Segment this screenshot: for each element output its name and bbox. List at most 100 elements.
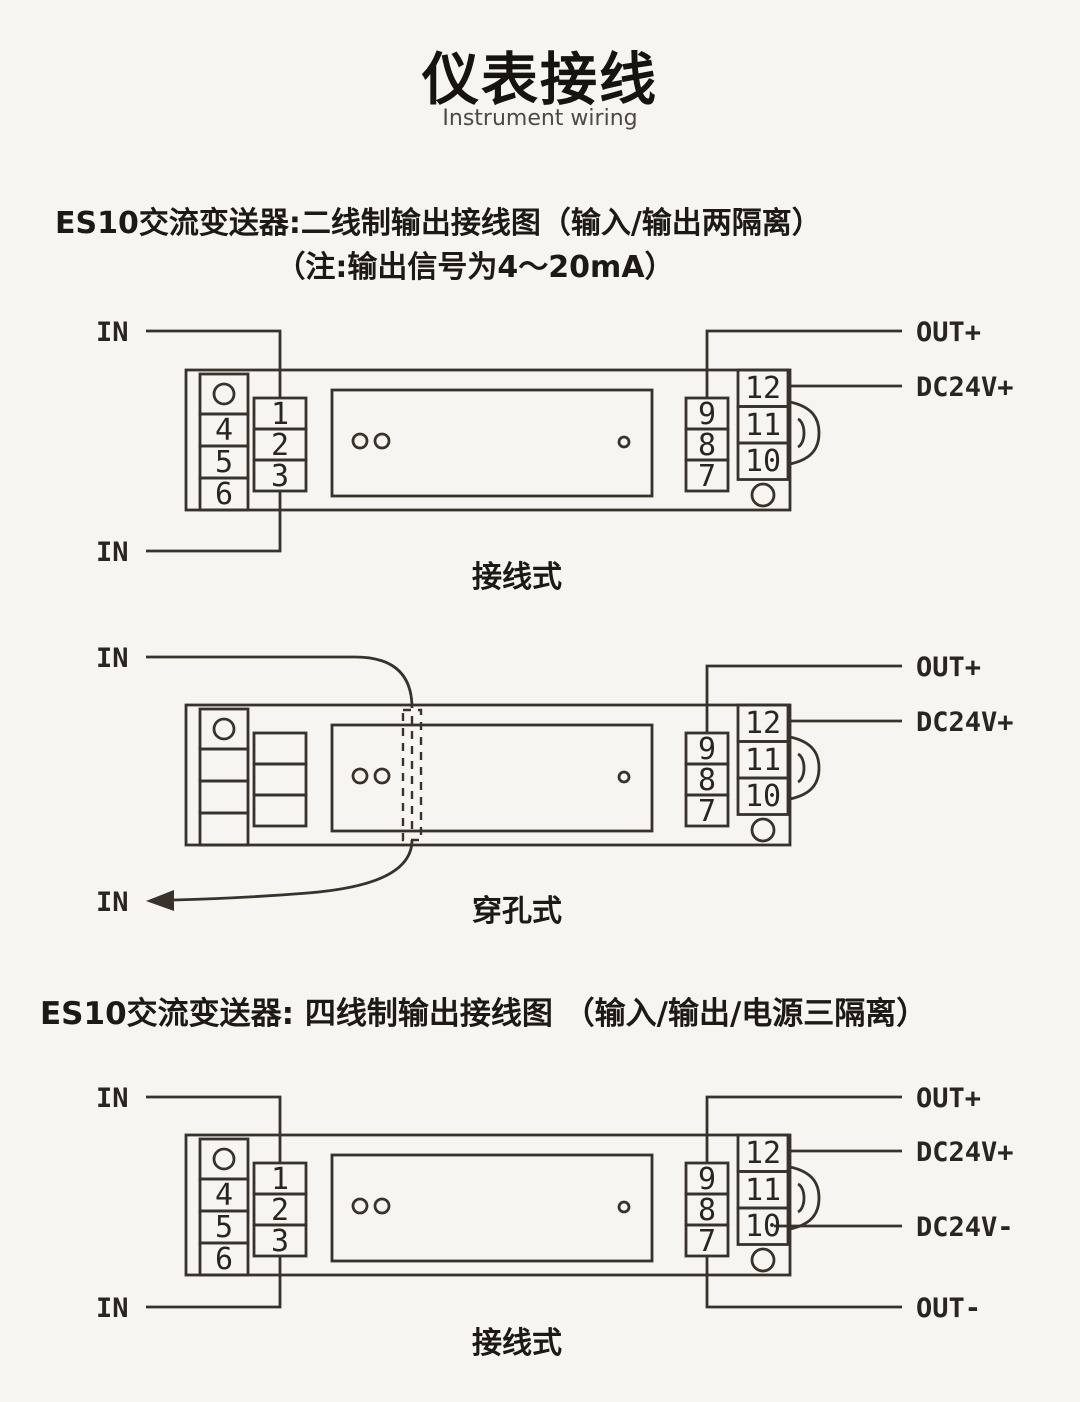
terminal-cell xyxy=(736,1206,790,1246)
terminal-10: 10 xyxy=(745,444,781,479)
terminal-10: 10 xyxy=(745,1209,781,1244)
wire-in-bottom xyxy=(146,1256,282,1309)
inner-terminal-column xyxy=(252,731,308,828)
terminal-cell xyxy=(252,793,308,828)
mount-hole-icon xyxy=(212,1147,236,1171)
terminal-7: 7 xyxy=(698,1224,716,1259)
din-clip-notch xyxy=(797,1182,806,1214)
right-outer-terminal-column: 12 11 10 xyxy=(736,703,790,843)
out-plus-label: OUT+ xyxy=(916,1083,981,1114)
wire-in-bottom xyxy=(146,491,282,553)
right-inner-terminal-column: 9 8 7 xyxy=(684,731,730,829)
terminal-cell xyxy=(198,707,250,751)
din-clip xyxy=(789,400,821,466)
device-outline xyxy=(184,703,792,847)
dc24v-plus-label: DC24V+ xyxy=(916,707,1014,738)
dc24v-plus-label: DC24V+ xyxy=(916,372,1014,403)
terminal-8: 8 xyxy=(698,763,716,798)
led-hole-icon xyxy=(351,767,369,785)
dc24v-minus-label: DC24V- xyxy=(916,1212,1014,1243)
terminal-5: 5 xyxy=(215,445,233,480)
terminal-1: 1 xyxy=(271,1162,289,1197)
device-center-body xyxy=(330,1153,654,1263)
terminal-11: 11 xyxy=(745,1173,781,1208)
wire-out-plus xyxy=(705,664,902,733)
left-terminal-column: 4 5 6 xyxy=(198,372,250,512)
device-center-body xyxy=(330,388,654,498)
dc24v-plus-label: DC24V+ xyxy=(916,1137,1014,1168)
device-outline xyxy=(184,368,792,512)
left-terminal-column xyxy=(198,707,250,847)
mount-hole-icon xyxy=(750,482,776,508)
out-minus-label: OUT- xyxy=(916,1293,981,1324)
in-top-label: IN xyxy=(96,643,129,674)
mount-hole-icon xyxy=(212,382,236,406)
led-hole-icon xyxy=(351,1197,369,1215)
in-bottom-label: IN xyxy=(96,537,129,568)
terminal-8: 8 xyxy=(698,428,716,463)
led-hole-icon xyxy=(373,1197,391,1215)
terminal-cell xyxy=(684,1223,730,1258)
terminal-3: 3 xyxy=(271,459,289,494)
in-top-label: IN xyxy=(96,1083,129,1114)
center-panel xyxy=(330,1153,654,1263)
terminal-cell xyxy=(736,776,790,816)
right-inner-terminal-column: 9 8 7 xyxy=(684,1161,730,1259)
wire-in-return xyxy=(173,839,414,902)
din-clip-notch xyxy=(797,752,806,784)
terminal-12: 12 xyxy=(745,706,781,741)
terminal-2: 2 xyxy=(271,428,289,463)
terminal-2: 2 xyxy=(271,1193,289,1228)
diagram1-terminal-type: IN IN OUT+ DC24V+ 4 5 6 1 xyxy=(96,317,1014,568)
terminal-cell xyxy=(252,458,308,493)
page-title: 仪表接线 xyxy=(422,47,658,113)
out-plus-label: OUT+ xyxy=(916,317,981,348)
in-top-label: IN xyxy=(96,317,129,348)
terminal-6: 6 xyxy=(215,477,233,512)
out-plus-label: OUT+ xyxy=(916,652,981,683)
adjust-hole-icon xyxy=(617,435,631,449)
in-bottom-label: IN xyxy=(96,1293,129,1324)
section1-heading-line2: （注:输出信号为4～20mA） xyxy=(275,250,675,285)
led-hole-icon xyxy=(373,432,391,450)
terminal-5: 5 xyxy=(215,1210,233,1245)
terminal-8: 8 xyxy=(698,1193,716,1228)
wire-in-top xyxy=(146,655,414,709)
wire-out-plus xyxy=(705,329,902,398)
terminal-cell xyxy=(684,458,730,493)
right-inner-terminal-column: 9 8 7 xyxy=(684,396,730,494)
diagram3-terminal-type-4wire: IN IN OUT+ DC24V+ DC24V- OUT- 4 5 6 xyxy=(96,1083,1014,1324)
wire-out-minus xyxy=(705,1256,902,1309)
device-outline xyxy=(184,1133,792,1277)
mount-hole-icon xyxy=(750,817,776,843)
led-hole-icon xyxy=(351,432,369,450)
din-clip xyxy=(789,1165,821,1231)
terminal-cell xyxy=(198,1137,250,1181)
terminal-cell xyxy=(252,1223,308,1258)
terminal-cell xyxy=(198,811,250,847)
terminal-cell xyxy=(736,441,790,481)
through-hole-slot xyxy=(401,708,423,842)
terminal-cell xyxy=(198,372,250,416)
terminal-1: 1 xyxy=(271,397,289,432)
terminal-cell xyxy=(198,779,250,815)
terminal-7: 7 xyxy=(698,459,716,494)
mount-hole-icon xyxy=(750,1247,776,1273)
terminal-cell xyxy=(252,731,308,766)
terminal-12: 12 xyxy=(745,1136,781,1171)
section1-heading-line1: ES10交流变送器:二线制输出接线图（输入/输出两隔离） xyxy=(55,206,822,241)
terminal-4: 4 xyxy=(215,413,233,448)
in-bottom-label: IN xyxy=(96,887,129,918)
terminal-cell xyxy=(684,793,730,828)
led-hole-icon xyxy=(373,767,391,785)
left-terminal-column: 4 5 6 xyxy=(198,1137,250,1277)
terminal-9: 9 xyxy=(698,397,716,432)
wire-in-top xyxy=(146,1095,282,1163)
terminal-cell xyxy=(198,476,250,512)
center-panel xyxy=(330,388,654,498)
diagram2-caption: 穿孔式 xyxy=(472,894,562,929)
center-panel xyxy=(330,723,654,833)
diagram3-caption: 接线式 xyxy=(472,1326,562,1361)
